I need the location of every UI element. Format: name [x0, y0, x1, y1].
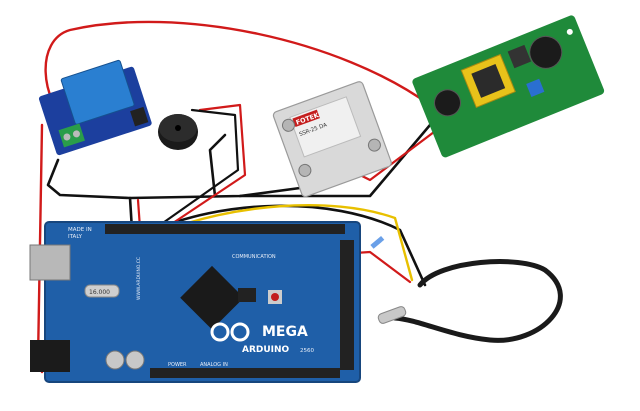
capacitor-2 [125, 350, 145, 370]
power-supply-board [412, 15, 605, 158]
site-label: WWW.ARDUINO.CC [136, 257, 142, 300]
black-wire-buzzer [158, 108, 240, 227]
header-digital-top [105, 224, 345, 234]
psu-inductor [507, 44, 532, 69]
relay-screw-1 [63, 133, 71, 141]
temperature-probe [377, 259, 563, 343]
black-wire-drop-2 [208, 133, 227, 198]
power-label: POWER [168, 362, 187, 368]
buzzer-hole [175, 125, 181, 131]
ssr-screw-3 [281, 118, 295, 132]
psu-transformer-core [471, 64, 506, 98]
brand-label: ARDUINO [242, 345, 290, 355]
red-wire-buzzer [168, 103, 247, 227]
reset-button-cap [271, 293, 279, 301]
crystal [84, 284, 120, 298]
crystal-label: 16.000 [89, 289, 110, 296]
communication-label: COMMUNICATION [232, 254, 276, 260]
arduino-mega: 16.000 MADE IN ITALY COMMUNICATION WWW.A… [29, 221, 385, 383]
probe-cable [392, 259, 563, 343]
header-right [340, 240, 354, 370]
relay-screw-2 [72, 130, 80, 138]
icsp-header [238, 288, 256, 302]
black-wire-relay-gnd [46, 158, 317, 200]
usb-port [29, 244, 71, 281]
psu-blue-part [526, 78, 545, 97]
power-jack [30, 340, 70, 372]
made-in-label: MADE IN [68, 227, 92, 233]
analog-in-label: ANALOG IN [200, 362, 228, 368]
ssr-brand-bg [292, 109, 320, 128]
relay-pins [130, 106, 149, 127]
model-label: MEGA [262, 324, 308, 340]
italy-label: ITALY [68, 234, 83, 240]
arduino-logo [210, 322, 250, 342]
board-edge [44, 221, 361, 383]
red-wire-relay-to-psu [44, 20, 432, 127]
relay-module [38, 59, 152, 156]
buzzer [158, 114, 198, 150]
solid-state-relay: FOTEK SSR-25 DA [272, 81, 392, 198]
psu-mount-hole [566, 28, 573, 35]
relay-terminal [58, 123, 85, 148]
capacitor-1 [105, 350, 125, 370]
probe-tip [377, 306, 407, 324]
ssr-screw-2 [367, 138, 381, 152]
psu-capacitor-1 [433, 89, 461, 117]
psu-capacitor-2 [529, 35, 563, 69]
pullup-resistor [370, 235, 385, 249]
ssr-label [289, 96, 362, 158]
header-bottom [150, 368, 340, 378]
mcu-chip [180, 265, 244, 330]
ssr-screw-1 [298, 163, 312, 177]
relay-body [60, 59, 135, 125]
model-number-label: 2560 [300, 348, 314, 354]
